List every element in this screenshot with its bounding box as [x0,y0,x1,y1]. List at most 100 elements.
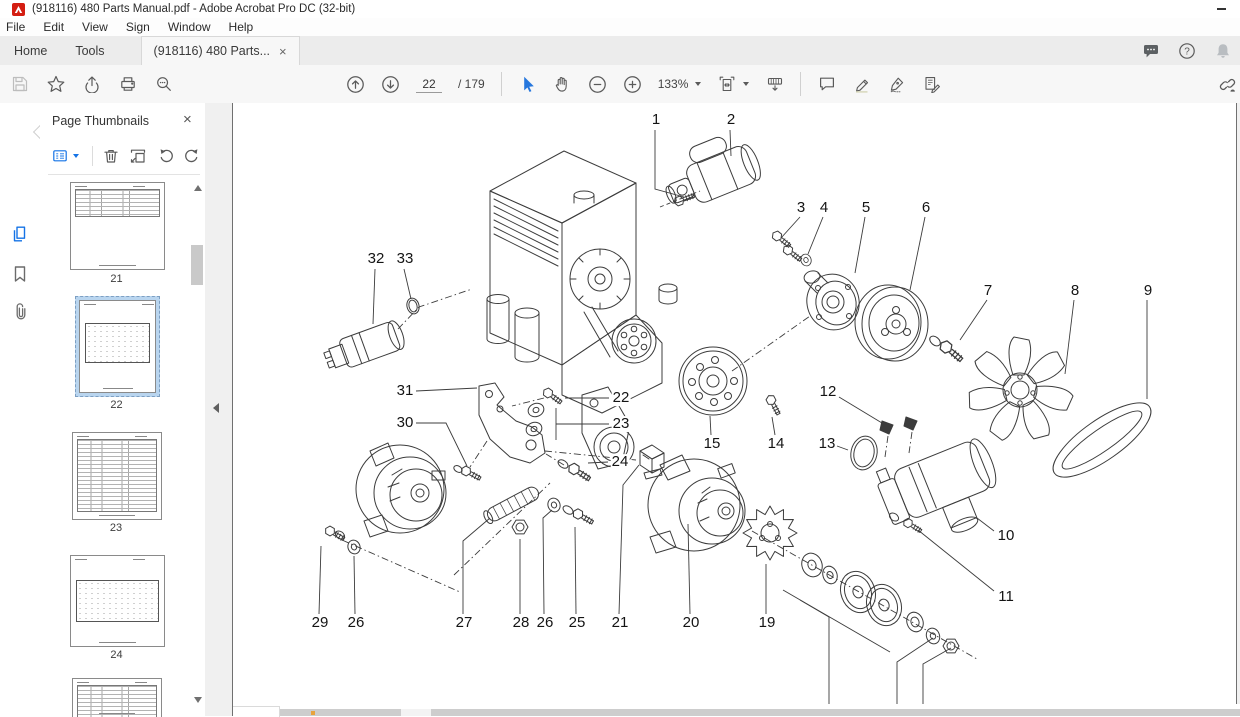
print-icon[interactable] [118,75,137,94]
callout-13: 13 [817,435,837,453]
bookmarks-rail-icon[interactable] [10,264,30,284]
tab-tools[interactable]: Tools [75,43,105,58]
scrollbar-thumb[interactable] [401,709,431,716]
hand-tool-icon[interactable] [553,75,572,94]
toolbar-divider [800,72,802,96]
callout-14: 14 [766,435,786,453]
previous-page-icon[interactable] [346,75,365,94]
chevron-down-icon [73,154,79,158]
menu-window[interactable]: Window [167,20,211,34]
tab-document[interactable]: (918116) 480 Parts... × [140,36,300,65]
menu-bar: File Edit View Sign Window Help [0,18,1240,36]
next-page-icon[interactable] [381,75,400,94]
star-favorites-icon[interactable] [46,75,65,94]
chevron-down-icon [743,82,750,86]
pulley-bolt [929,335,966,365]
select-tool-icon[interactable] [518,75,537,94]
callout-19: 19 [757,614,777,632]
thumbnail-label: 22 [110,399,123,411]
document-right-gutter [1237,103,1240,716]
fan-spacer-star [742,505,798,561]
page-scrolling-icon[interactable] [765,75,784,94]
page-number-input[interactable] [416,75,442,93]
rotate-clockwise-icon[interactable] [182,147,200,165]
menu-file[interactable]: File [6,20,26,34]
adobe-acrobat-icon [12,2,25,16]
callout-1: 1 [650,111,662,129]
insert-pages-icon[interactable] [129,147,147,165]
cooling-fan [965,336,1075,443]
rotate-counterclockwise-icon[interactable] [158,147,176,165]
help-icon[interactable]: ? [1177,41,1196,60]
fit-page-icon [717,75,736,94]
share-link-icon[interactable] [1218,75,1237,94]
floating-toolbar-fragment [233,706,280,717]
thumbnail-label: 21 [110,273,123,285]
attachments-rail-icon[interactable] [10,302,30,322]
highlight-tool-icon[interactable] [852,75,871,94]
zoom-level-value: 133% [657,77,689,91]
callout-22: 22 [611,389,631,407]
callout-32: 32 [366,250,386,268]
panel-scrollbar-thumb[interactable] [191,245,203,285]
menu-sign[interactable]: Sign [125,20,150,34]
floating-toolbar-icon [311,711,315,715]
panel-toolbar-divider [92,146,93,166]
tab-home[interactable]: Home [14,43,48,58]
thumbnails-toolbar [40,143,205,173]
svg-text:?: ? [1184,46,1190,57]
page-thumbnails-rail-icon[interactable] [10,224,30,244]
document-right-edge [1236,103,1237,716]
feedback-icon[interactable] [1141,41,1160,60]
comment-icon[interactable] [817,75,836,94]
fuel-pump [875,438,997,535]
o-ring [850,435,878,471]
search-icon[interactable] [154,75,173,94]
collapse-panel-icon[interactable] [213,403,219,413]
fit-page-dropdown[interactable] [717,75,750,94]
navigation-rail [0,103,41,716]
horizontal-scrollbar[interactable] [233,704,1240,717]
callout-9: 9 [1142,282,1154,300]
panel-collapse-strip [205,103,232,716]
callout-8: 8 [1069,282,1081,300]
panel-separator [48,174,200,175]
panel-scroll-down-icon[interactable] [194,697,202,703]
callout-15: 15 [702,435,722,453]
save-icon[interactable] [10,75,29,94]
callout-5: 5 [860,199,872,217]
tab-close-icon[interactable]: × [279,43,287,59]
chevron-down-icon [695,82,702,86]
zoom-in-icon[interactable] [623,75,642,94]
callout-27: 27 [454,614,474,632]
solenoid [323,297,420,369]
thumbnail-options-icon[interactable] [52,147,70,165]
sign-tool-icon[interactable] [887,75,906,94]
callout-6: 6 [920,199,932,217]
panel-scroll-up-icon[interactable] [194,185,202,191]
menu-edit[interactable]: Edit [43,20,65,34]
menu-view[interactable]: View [82,20,108,34]
panel-close-icon[interactable]: × [183,111,192,128]
v-belt [1052,402,1152,478]
share-upload-icon[interactable] [82,75,101,94]
crankshaft-hub [803,270,860,331]
alternator [647,454,746,554]
callout-3: 3 [795,199,807,217]
page-total: / 179 [458,77,485,91]
notifications-bell-icon[interactable] [1213,41,1232,60]
callout-4: 4 [818,199,830,217]
thumbnail-label: 24 [110,649,123,661]
mount-bolts [769,229,814,268]
delete-pages-icon[interactable] [102,147,120,165]
zoom-level-dropdown[interactable]: 133% [658,77,702,91]
callout-7: 7 [982,282,994,300]
menu-help[interactable]: Help [228,20,254,34]
callout-26: 26 [535,614,555,632]
minimize-button[interactable] [1206,0,1236,18]
scrollbar-track[interactable] [279,709,1240,716]
edit-pdf-icon[interactable] [922,75,941,94]
callout-leader-lines [318,129,1148,704]
zoom-out-icon[interactable] [588,75,607,94]
